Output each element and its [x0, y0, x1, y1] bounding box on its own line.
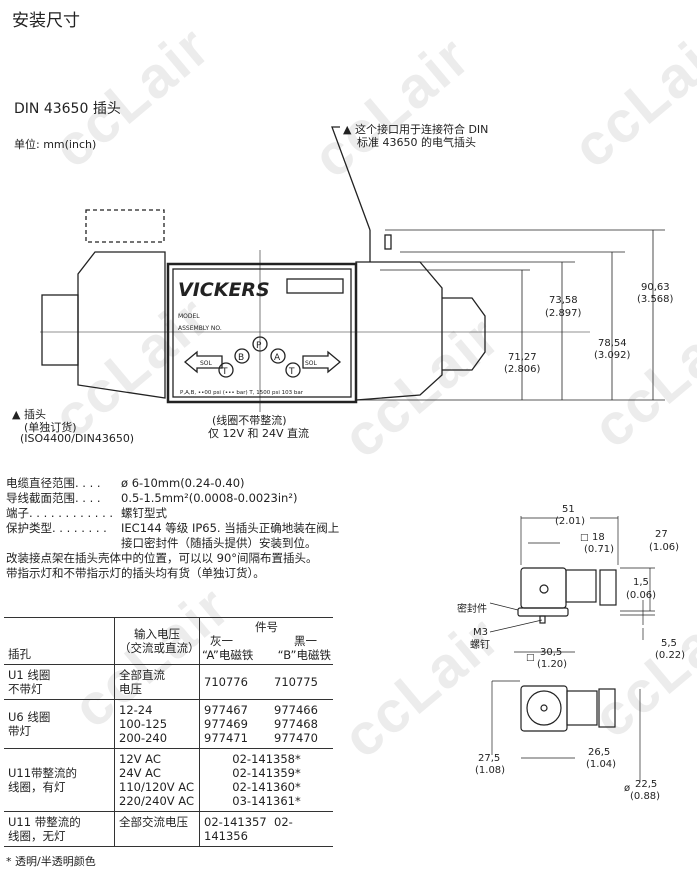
dim-27-in: (1.06) — [649, 542, 679, 553]
dim-55-in: (0.22) — [655, 650, 685, 661]
dim-71-in: (2.806) — [504, 364, 541, 375]
dim-73-in: (2.897) — [545, 308, 582, 319]
spec-row: 接口密封件（随插头提供）安装到位。 — [121, 536, 317, 550]
square-icon: □ — [526, 653, 535, 663]
part-number-table: 插孔 输入电压（交流或直流） 件号 灰一黑一 “A”电磁铁“B”电磁铁 U1 线… — [4, 617, 333, 847]
diameter-icon: ø — [624, 783, 630, 794]
dim-78-in: (3.092) — [594, 350, 631, 361]
dim-71-mm: 71,27 — [508, 352, 537, 363]
table-footnote: * 透明/半透明颜色 — [6, 855, 96, 868]
assembly-label: ASSEMBLY NO. — [178, 325, 222, 332]
port-p: P — [256, 341, 262, 351]
coil-note-1: (线圈不带整流) — [212, 414, 287, 427]
port-b: B — [238, 353, 244, 363]
note: 改装接点架在插头壳体中的位置，可以以 90°间隔布置插头。 — [6, 551, 318, 565]
port-a: A — [274, 353, 281, 363]
port-t: T — [288, 367, 295, 377]
dim-275-mm: 27,5 — [478, 753, 500, 764]
square-icon: □ — [580, 533, 589, 543]
note: 带指示灯和不带指示灯的插头均有货（单独订货）。 — [6, 566, 265, 580]
section-title: DIN 43650 插头 — [14, 101, 121, 117]
dim-90-in: (3.568) — [637, 294, 674, 305]
coil-note-2: 仅 12V 和 24V 直流 — [208, 427, 310, 440]
dim-18-in: (0.71) — [584, 544, 614, 555]
plug-note-3: (ISO4400/DIN43650) — [20, 432, 135, 445]
dim-265-mm: 26,5 — [588, 747, 610, 758]
dim-18-mm: 18 — [592, 532, 605, 543]
callout-line2: 标准 43650 的电气插头 — [357, 136, 476, 149]
dim-51-mm: 51 — [562, 504, 575, 515]
dim-90-mm: 90,63 — [641, 282, 670, 293]
dim-51-in: (2.01) — [555, 516, 585, 527]
table-header: 插孔 输入电压（交流或直流） 件号 灰一黑一 “A”电磁铁“B”电磁铁 — [4, 617, 333, 665]
plug-note-1: ▲ 插头 — [12, 408, 46, 421]
dim-15-in: (0.06) — [626, 590, 656, 601]
screw-label-2: 螺钉 — [470, 639, 490, 651]
units-label: 单位: mm(inch) — [14, 138, 97, 151]
dim-225-in: (0.88) — [630, 791, 660, 802]
dim-27-mm: 27 — [655, 529, 668, 540]
plug-note-2: (单独订货) — [24, 421, 77, 434]
port-t: T — [221, 367, 228, 377]
sol-left: SOL — [200, 360, 213, 367]
seal-label: 密封件 — [457, 602, 487, 615]
spec-list: 电缆直径范围. . . .ø 6-10mm(0.24-0.40) 导线截面范围.… — [6, 476, 339, 581]
dim-73-mm: 73,58 — [549, 295, 578, 306]
page-title: 安装尺寸 — [12, 11, 80, 31]
screw-label: M3 — [473, 627, 488, 638]
dim-15-mm: 1,5 — [633, 577, 649, 588]
model-label: MODEL — [178, 313, 200, 320]
spec-row: 端子. . . . . . . . . . . .螺钉型式 — [6, 506, 167, 520]
spec-row: 电缆直径范围. . . .ø 6-10mm(0.24-0.40) — [6, 476, 245, 490]
dim-305-mm: 30,5 — [540, 647, 562, 658]
brand-logo: VICKERS — [178, 279, 270, 301]
callout-line1: ▲ 这个接口用于连接符合 DIN — [343, 123, 489, 136]
dim-305-in: (1.20) — [537, 659, 567, 670]
sol-right: SOL — [305, 360, 318, 367]
dim-265-in: (1.04) — [586, 759, 616, 770]
spec-row: 保护类型. . . . . . . .IEC144 等级 IP65. 当插头正确… — [6, 521, 340, 535]
dim-275-in: (1.08) — [475, 765, 505, 776]
pressure-rating: P,A,B, ••00 psi (••• bar) T, 1500 psi 10… — [180, 390, 304, 396]
dim-55-mm: 5,5 — [661, 638, 677, 649]
spec-row: 导线截面范围. . . .0.5-1.5mm²(0.0008-0.0023in²… — [6, 491, 298, 505]
dim-225-mm: 22,5 — [635, 779, 657, 790]
dim-78-mm: 78,54 — [598, 338, 627, 349]
